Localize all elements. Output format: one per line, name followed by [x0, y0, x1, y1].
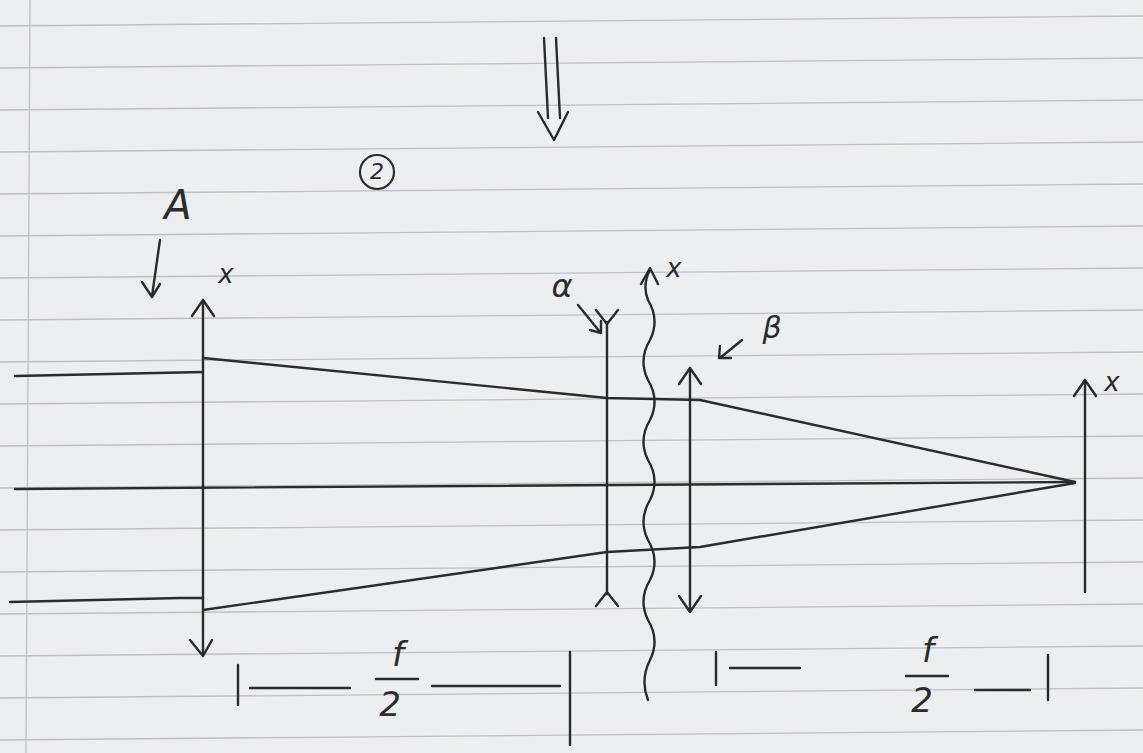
point-label: A [164, 185, 191, 225]
ray [15, 372, 203, 376]
double-arrow [538, 38, 568, 140]
lens-label: α [551, 270, 572, 302]
pointer-arrow [578, 305, 601, 333]
ray [203, 358, 1075, 482]
concave-lens [596, 310, 618, 606]
ray [10, 598, 203, 602]
screen-axis [1074, 380, 1096, 592]
fraction-bar [376, 678, 418, 680]
callout-number: 2 [370, 161, 384, 183]
dimension-text: f [922, 633, 934, 667]
circled-number: 2 [358, 153, 396, 191]
ray [15, 482, 1075, 489]
ray [203, 483, 1075, 610]
fraction-bar [906, 675, 948, 677]
dimension-text: 2 [379, 687, 401, 721]
axis-label: x [218, 261, 233, 287]
dimension-text: 2 [911, 683, 933, 717]
axis-label: x [666, 255, 681, 281]
dimension-line [716, 652, 1048, 700]
axis-arrowhead [641, 268, 658, 284]
pointer-arrow [719, 340, 742, 358]
lens-label: β [762, 313, 781, 343]
axis-label: x [1104, 369, 1119, 395]
pointer-arrow [142, 240, 160, 297]
convex-lens [679, 368, 701, 612]
dimension-text: f [392, 637, 404, 671]
wavy-plane [643, 270, 654, 700]
dimension-line [238, 652, 570, 745]
convex-lens [190, 300, 214, 656]
